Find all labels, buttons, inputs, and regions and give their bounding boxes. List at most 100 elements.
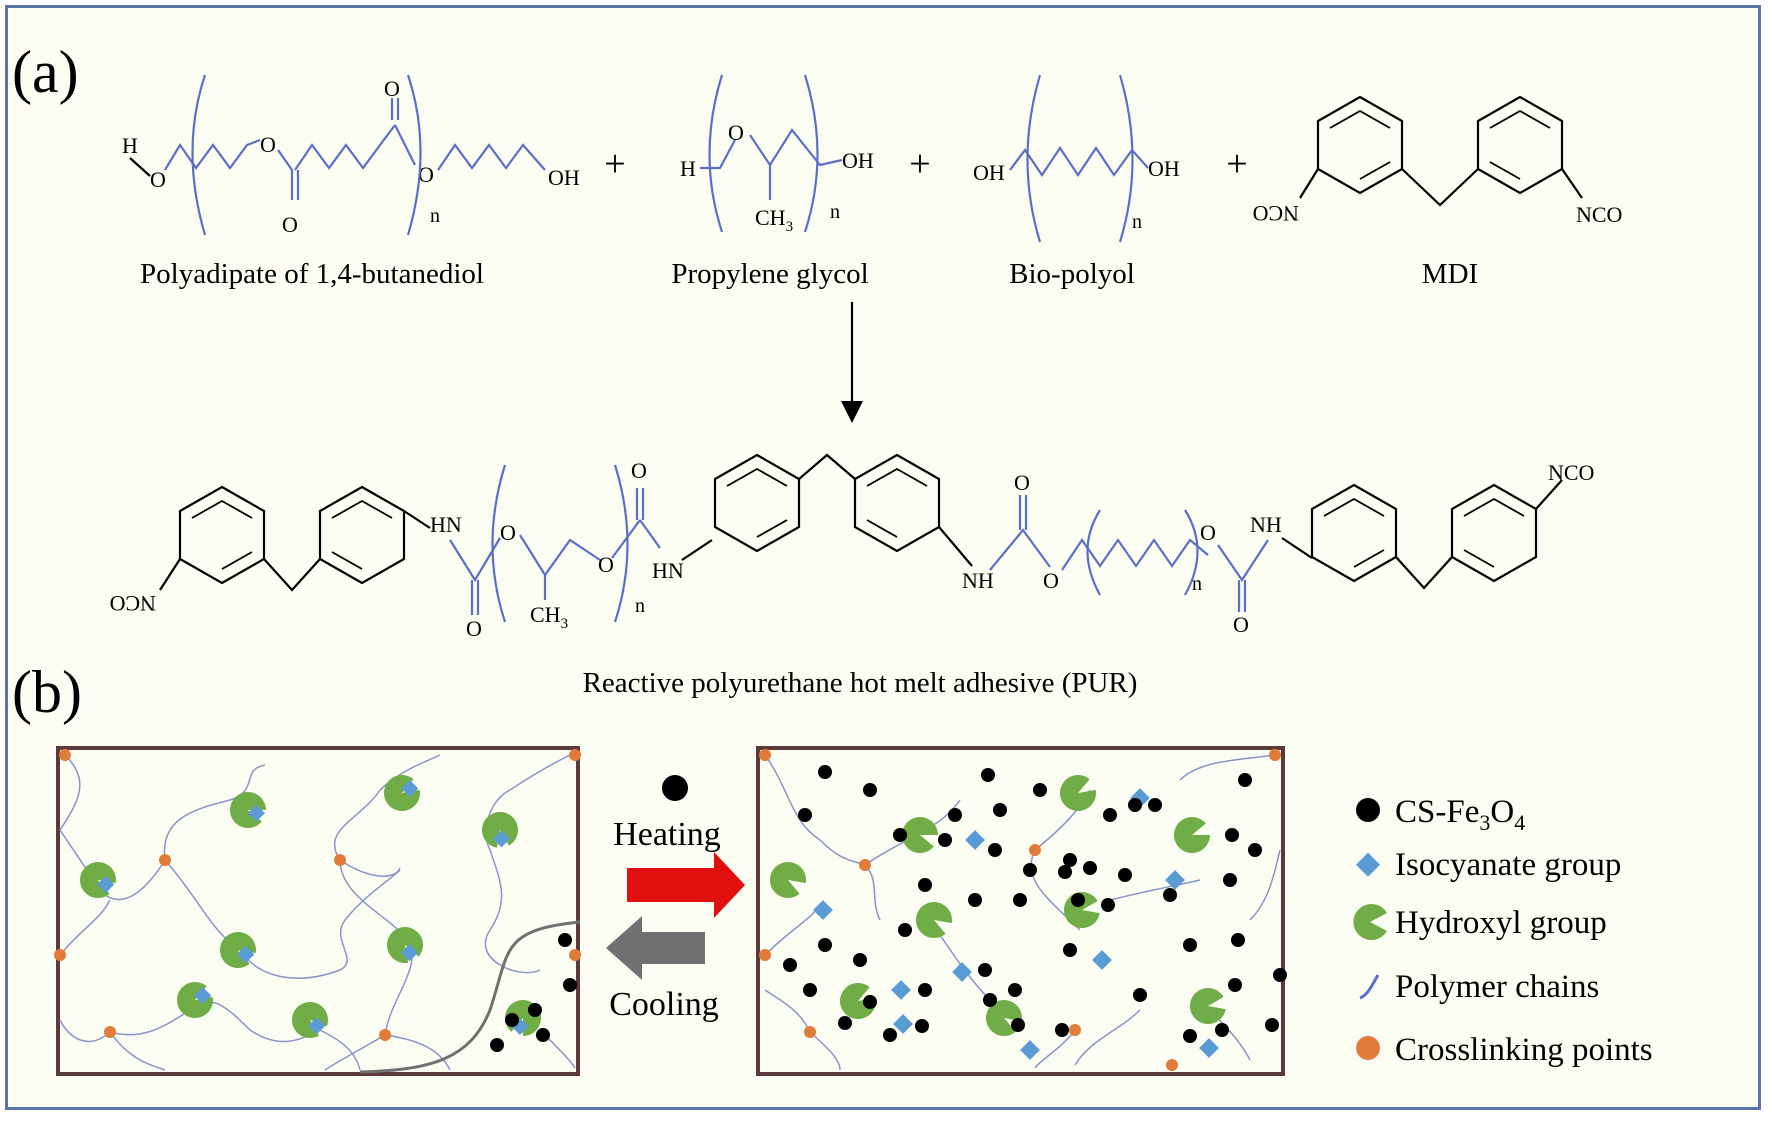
panel-a-label: (a) [12, 39, 79, 105]
polyadipate-structure: H O O O O O OH n [122, 74, 580, 237]
pur-ch3: CH3 [530, 602, 568, 632]
hydroxyl-group [916, 901, 952, 938]
cs-fe3o4-particle [1231, 933, 1245, 947]
cs-fe3o4-particle [1183, 938, 1197, 952]
pur-o-3: O [1043, 568, 1059, 593]
cs-fe3o4-particle [968, 893, 982, 907]
cs-fe3o4-particle [853, 953, 867, 967]
legend: CS-Fe3O4 Isocyanate group Hydroxyl group… [1353, 794, 1653, 1068]
legend-cs-label: CS-Fe3O4 [1395, 794, 1525, 835]
cs-fe3o4-icon [1356, 798, 1380, 822]
bio-oh-right: OH [1148, 156, 1180, 181]
isocyanate-marker [1199, 1038, 1219, 1058]
isocyanate-marker [308, 1017, 326, 1035]
cs-fe3o4-particle [1248, 843, 1262, 857]
cs-fe3o4-particle [898, 923, 912, 937]
polyadipate-o-ester: O [260, 132, 276, 157]
legend-polymer: Polymer chains [1359, 969, 1599, 1005]
isocyanate-marker [952, 962, 972, 982]
cs-fe3o4-particle [1118, 868, 1132, 882]
hydroxyl-group [902, 817, 938, 853]
cs-fe3o4-particle [1008, 983, 1022, 997]
pg-oh: OH [842, 148, 874, 173]
isocyanate-marker [97, 876, 115, 893]
cs-fe3o4-particle [1063, 943, 1077, 957]
cs-fe3o4-particle [1101, 898, 1115, 912]
legend-isocyanate: Isocyanate group [1355, 847, 1621, 883]
pur-name: Reactive polyurethane hot melt adhesive … [583, 667, 1138, 699]
bio-polyol-structure: OH OH n [973, 74, 1180, 243]
polyadipate-o-carbonyl2: O [384, 76, 400, 101]
cs-fe3o4-particle [938, 833, 952, 847]
panel-b-label: (b) [12, 659, 82, 725]
legend-hydroxyl: Hydroxyl group [1353, 904, 1607, 941]
cs-fe3o4-particle [1013, 893, 1027, 907]
cs-fe3o4-particle [978, 963, 992, 977]
polyadipate-o-right: O [418, 162, 434, 187]
isocyanate-marker [401, 944, 418, 962]
cs-fe3o4-particle [1071, 893, 1085, 907]
left-hydroxyl-groups [80, 775, 541, 1038]
pur-o-carbonyl-4: O [1233, 612, 1249, 637]
plus-2: + [909, 143, 930, 185]
hydroxyl-group [1060, 775, 1096, 812]
legend-cs-fe3o4: CS-Fe3O4 [1356, 794, 1525, 835]
cs-fe3o4-particle [948, 808, 962, 822]
hydroxyl-group [1174, 817, 1210, 853]
cs-fe3o4-particle [1163, 888, 1177, 902]
right-particles [783, 765, 1287, 1043]
cs-fe3o4-particle [1055, 1023, 1069, 1037]
mdi-structure: NCO NCO [1253, 95, 1622, 227]
hydroxyl-group [220, 931, 256, 968]
hydroxyl-group [840, 983, 876, 1020]
cooling-label: Cooling [609, 986, 719, 1023]
left-crosslinks [54, 749, 581, 1041]
cs-fe3o4-particle [863, 995, 877, 1009]
pur-o-4: O [1200, 520, 1216, 545]
hydroxyl-group [177, 982, 213, 1019]
mdi-nco-left: NCO [1253, 201, 1299, 226]
pur-hn-1: HN [430, 512, 462, 537]
cs-fe3o4-particle [838, 1016, 852, 1030]
pur-o-carbonyl-2: O [631, 458, 647, 483]
propylene-glycol-name: Propylene glycol [671, 258, 868, 290]
legend-isocyanate-label: Isocyanate group [1395, 847, 1621, 883]
cs-fe3o4-particle [1225, 828, 1239, 842]
pur-nh-2: NH [1250, 512, 1282, 537]
cs-fe3o4-particle [1058, 865, 1072, 879]
cs-fe3o4-particle [883, 1028, 897, 1042]
crosslink-icon [1356, 1036, 1380, 1060]
pur-n-1: n [635, 595, 645, 617]
hydroxyl-group [80, 861, 116, 898]
cs-fe3o4-particle [1033, 783, 1047, 797]
zoom-curve [359, 920, 581, 1074]
pg-n: n [830, 201, 840, 223]
isocyanate-marker [401, 780, 419, 797]
pur-o-2: O [598, 552, 614, 577]
hydroxyl-icon [1353, 904, 1387, 941]
legend-crosslinking: Crosslinking points [1356, 1032, 1653, 1068]
cs-fe3o4-particle [863, 783, 877, 797]
hydroxyl-group [386, 927, 423, 963]
hydroxyl-group [384, 775, 420, 812]
hydroxyl-group [291, 1001, 328, 1038]
cs-fe3o4-particle [818, 765, 832, 779]
cs-fe3o4-particle [818, 938, 832, 952]
isocyanate-marker [237, 946, 255, 963]
cs-fe3o4-particle [1183, 1029, 1197, 1043]
isocyanate-marker [965, 830, 985, 850]
cured-network-box [54, 746, 581, 1076]
cs-fe3o4-particle [1083, 861, 1097, 875]
cs-fe3o4-particle [1238, 773, 1252, 787]
cs-fe3o4-particle [1273, 968, 1287, 982]
cs-fe3o4-particle [798, 808, 812, 822]
cs-fe3o4-particle [1133, 988, 1147, 1002]
cs-fe3o4-particle [1128, 798, 1142, 812]
mdi-nco-right: NCO [1576, 202, 1622, 227]
bio-n: n [1132, 211, 1142, 233]
isocyanate-icon [1355, 852, 1381, 877]
cs-fe3o4-particle [893, 828, 907, 842]
bio-polyol-name: Bio-polyol [1009, 258, 1135, 290]
